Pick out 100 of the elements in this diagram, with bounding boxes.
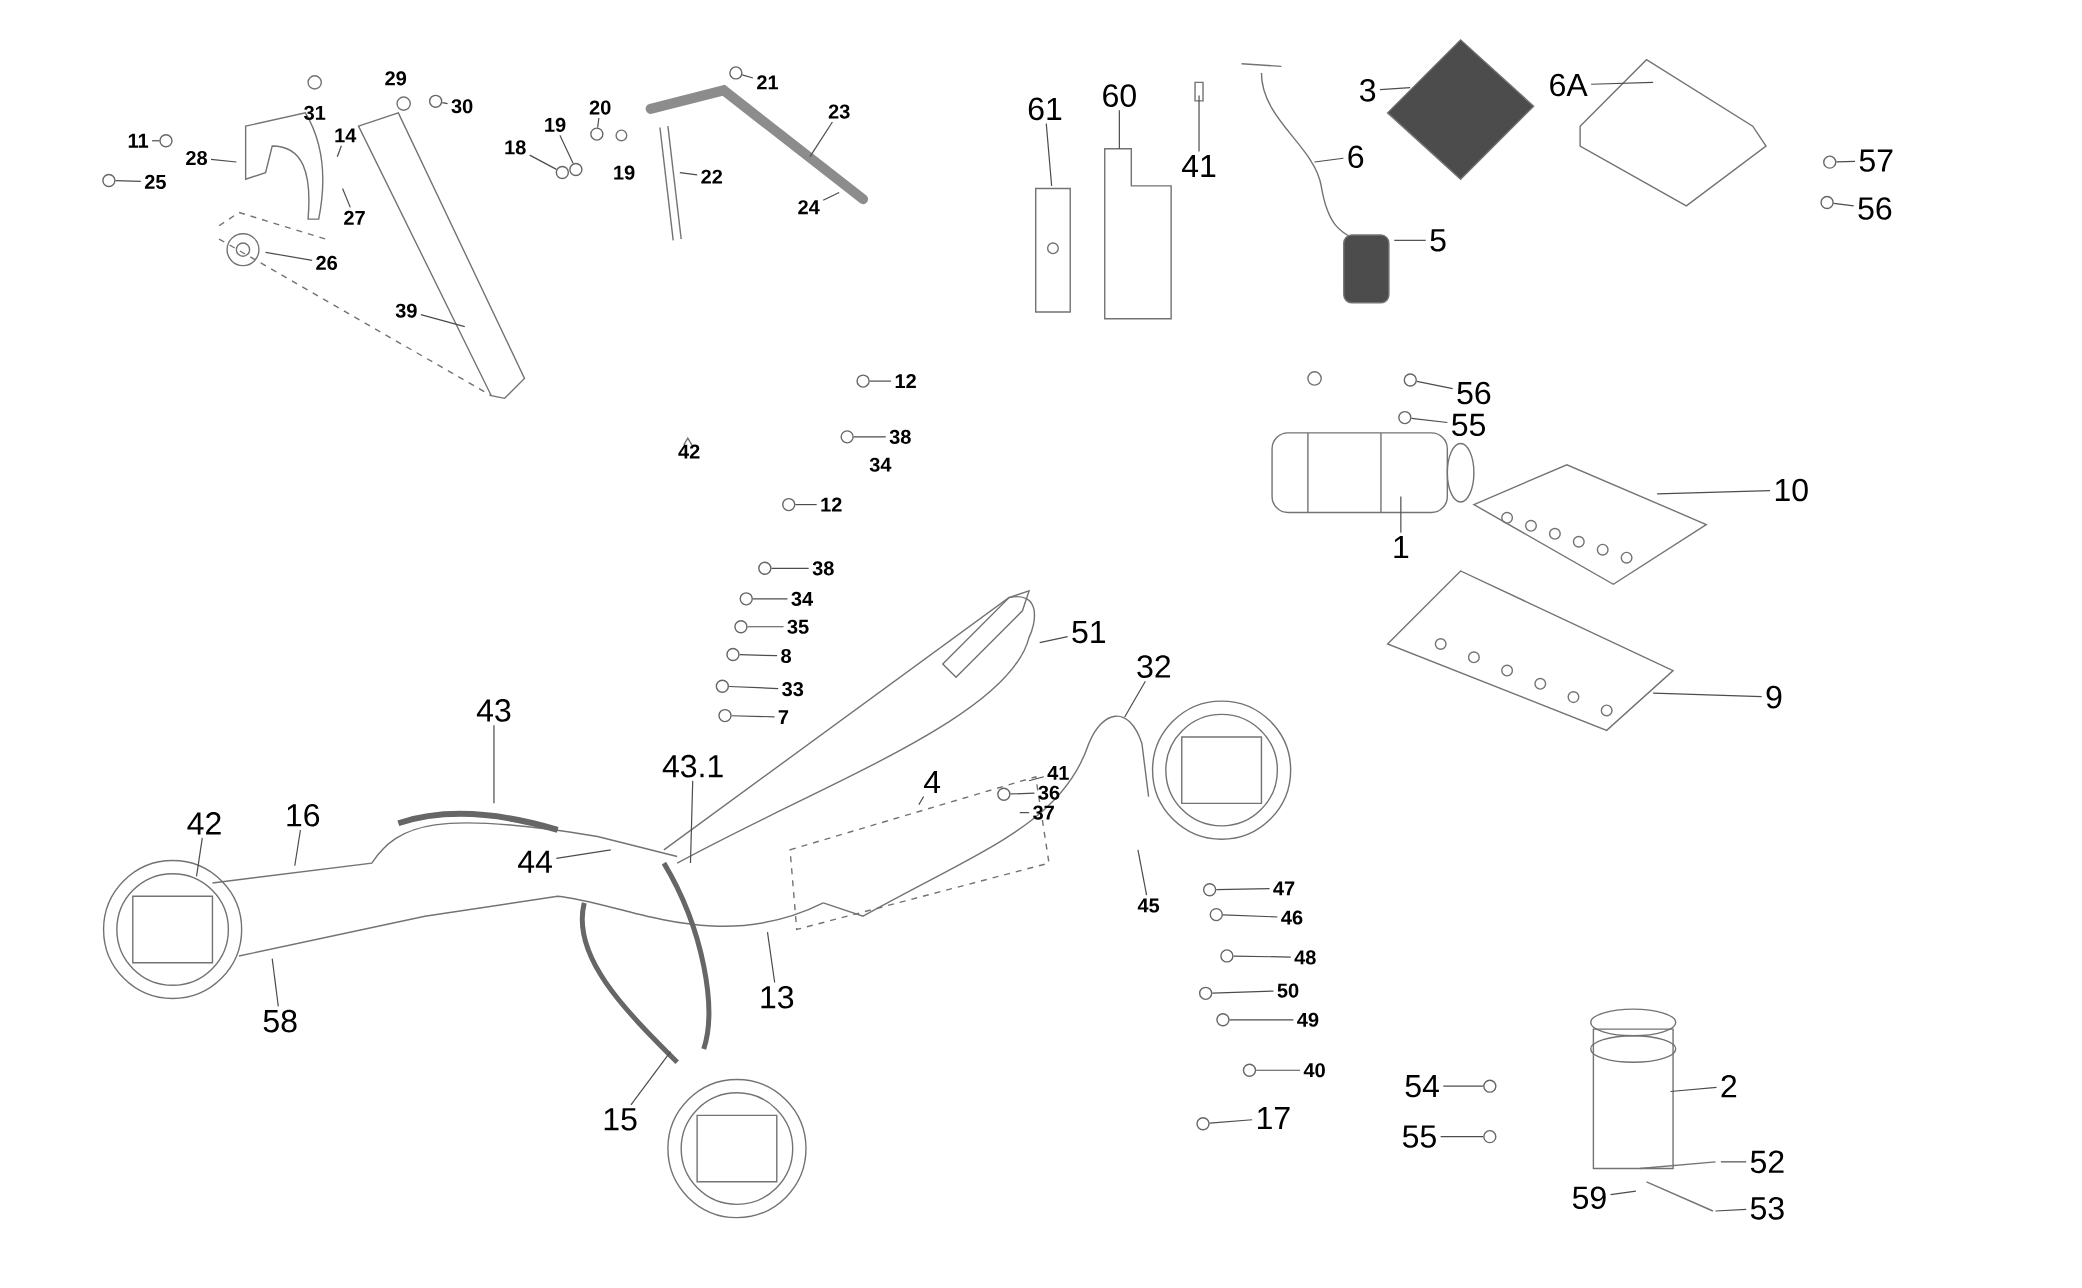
leader-line: [1255, 1069, 1301, 1071]
leader-line: [559, 134, 574, 164]
callout-number: 11: [128, 133, 149, 148]
callout-number: 19: [614, 165, 635, 180]
small-part: [729, 66, 743, 80]
callout-number: 29: [385, 71, 407, 86]
callout-number: 12: [821, 497, 842, 512]
callout-number: 54: [1405, 1075, 1439, 1098]
callout-number: 22: [701, 169, 723, 184]
callout-number: 42: [678, 444, 700, 459]
callout-number: 33: [782, 682, 804, 697]
small-part: [718, 708, 732, 723]
leader-line: [1019, 812, 1030, 814]
leader-line: [1233, 955, 1292, 958]
callout-number: 28: [186, 150, 207, 166]
leader-line: [1118, 109, 1120, 150]
leader-line: [1209, 1119, 1253, 1124]
small-part: [758, 561, 772, 576]
small-part: [1483, 1129, 1497, 1144]
callout-number: 5: [1430, 229, 1446, 252]
callout-number: 34: [869, 457, 892, 472]
leader-line: [195, 837, 203, 877]
leader-line: [794, 504, 818, 506]
callout-number: 32: [1137, 655, 1171, 678]
leader-line: [1229, 1019, 1294, 1021]
leader-line: [1400, 496, 1402, 534]
leader-line: [336, 145, 342, 158]
leader-line: [1835, 160, 1856, 163]
leader-line: [731, 715, 776, 718]
callout-number: 19: [545, 117, 566, 132]
callout-number: 6: [1348, 145, 1364, 168]
callout-number: 46: [1281, 910, 1303, 925]
small-part: [102, 173, 116, 188]
small-part: [428, 94, 443, 108]
callout-number: 44: [518, 850, 552, 873]
leader-line: [1045, 123, 1053, 187]
leader-line: [441, 101, 449, 105]
callout-number: 12: [895, 374, 916, 389]
callout-number: 57: [1859, 149, 1893, 172]
leader-line: [115, 180, 142, 183]
leader-line: [1410, 417, 1448, 424]
callout-number: 14: [335, 128, 357, 143]
callout-number: 21: [757, 75, 779, 90]
leader-line: [1198, 95, 1200, 153]
small-part: [1198, 986, 1213, 1001]
callout-number: 20: [589, 100, 611, 115]
callout-number: 61: [1028, 97, 1062, 121]
leader-line: [630, 1051, 672, 1106]
small-part: [782, 497, 796, 512]
small-part: [1398, 410, 1412, 425]
callout-number: 3: [1360, 79, 1376, 102]
callout-number: 56: [1858, 197, 1892, 220]
leader-line: [271, 958, 279, 1007]
small-part: [1209, 907, 1223, 922]
small-part: [590, 127, 604, 141]
leader-line: [869, 380, 892, 382]
leader-line: [1440, 1136, 1484, 1138]
leader-line: [822, 191, 840, 201]
leader-line: [210, 158, 237, 163]
callout-number: 2: [1721, 1075, 1737, 1098]
leader-line: [1833, 202, 1855, 207]
callout-number: 6A: [1550, 73, 1588, 97]
leader-line: [766, 931, 776, 984]
leader-line: [1714, 1208, 1747, 1212]
small-part: [569, 162, 583, 177]
leader-line: [918, 795, 925, 806]
small-part: [1242, 1063, 1257, 1077]
leader-line: [728, 685, 779, 690]
callout-number: 47: [1273, 881, 1295, 896]
callout-number: 18: [505, 140, 526, 155]
leader-line: [1652, 692, 1763, 698]
callout-number: 9: [1766, 685, 1782, 709]
small-part: [159, 134, 173, 148]
callout-number: 16: [287, 804, 320, 827]
leader-line: [1028, 776, 1045, 782]
leader-line: [1393, 239, 1427, 241]
leader-line: [1720, 1161, 1747, 1163]
callout-number: 45: [1137, 898, 1160, 913]
callout-number: 34: [791, 591, 813, 606]
callout-number: 38: [889, 429, 911, 444]
callout-number: 48: [1294, 950, 1316, 965]
callout-number: 15: [604, 1108, 637, 1131]
callout-number: 31: [304, 105, 326, 120]
callout-number: 7: [778, 710, 789, 724]
small-part: [1216, 1013, 1230, 1027]
small-part: [1220, 949, 1234, 963]
leader-line: [597, 117, 600, 129]
callout-number: 58: [263, 1009, 297, 1033]
leader-line: [770, 567, 810, 569]
small-part: [715, 679, 730, 693]
leader-line: [1124, 680, 1146, 718]
small-part: [1820, 195, 1834, 210]
callout-number: 51: [1072, 620, 1106, 644]
callout-number: 49: [1297, 1012, 1319, 1027]
leader-line: [1009, 792, 1036, 795]
leader-line: [529, 154, 557, 170]
callout-number: 1: [1394, 536, 1409, 559]
callout-number: 30: [451, 99, 473, 114]
leader-line: [1039, 636, 1069, 644]
callout-number: 17: [1258, 1107, 1290, 1130]
